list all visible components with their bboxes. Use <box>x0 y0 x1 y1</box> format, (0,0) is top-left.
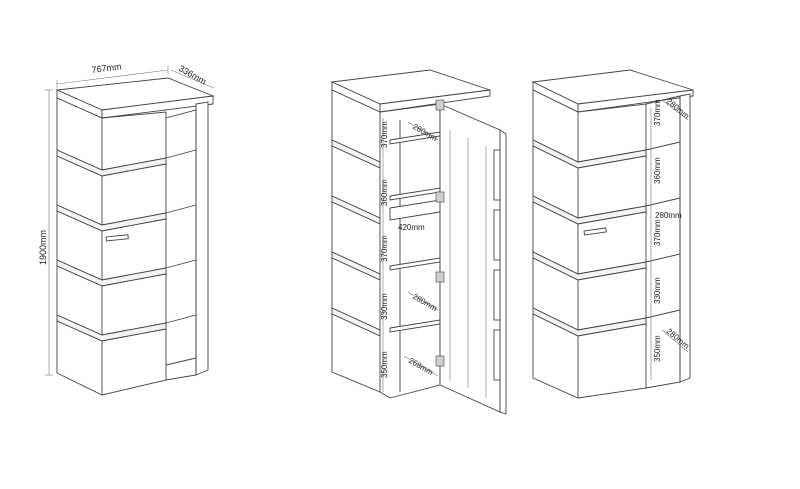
height-dimension: 1900mm <box>38 89 53 376</box>
drawer-1 <box>56 97 167 177</box>
compartment-height-2: 360mm <box>380 179 389 206</box>
compartment-height-1: 370mm <box>380 121 389 148</box>
width-label: 767mm <box>91 61 122 75</box>
side-drawer-5 <box>532 313 647 399</box>
open-cabinet-view: 370mm 360mm 370mm 330mm 350mm 280mm 420m… <box>330 69 507 415</box>
side-door-with-handle <box>532 201 647 281</box>
hinge-icon <box>435 355 445 367</box>
shelf-depth-4: 268mm <box>407 356 435 377</box>
side-height-1: 370mm <box>653 99 662 126</box>
side-drawer-2 <box>532 145 647 225</box>
compartment-height-4: 330mm <box>380 293 389 320</box>
drawer-5 <box>56 320 167 396</box>
hinge-icon <box>435 99 445 111</box>
door-with-handle <box>56 210 167 287</box>
handle-icon <box>583 227 607 236</box>
side-height-2: 360mm <box>653 157 662 184</box>
shelf-depth-3: 280mm <box>411 292 439 313</box>
handle-icon <box>105 234 129 242</box>
side-height-4: 330mm <box>653 277 662 304</box>
side-panel <box>195 101 209 376</box>
shelf-depth-2: 420mm <box>398 223 425 232</box>
open-door <box>439 103 507 415</box>
drawer-4 <box>56 265 167 342</box>
side-drawer-4 <box>532 257 647 337</box>
height-label: 1900mm <box>38 230 48 265</box>
side-compartment-view: 370mm 280mm 360mm 370mm 280mm 330mm 350m… <box>531 69 694 399</box>
hinge-icon <box>435 191 445 203</box>
side-height-3: 370mm <box>653 219 662 246</box>
side-height-5: 350mm <box>653 335 662 362</box>
side-depth-3: 280mm <box>655 211 682 220</box>
compartment-height-3: 370mm <box>380 235 389 262</box>
hinge-icon <box>435 271 445 283</box>
closed-cabinet-view: 767mm 336mm 1900mm <box>38 61 215 396</box>
compartment-height-5: 350mm <box>380 351 389 378</box>
width-dimension: 767mm <box>56 61 169 88</box>
